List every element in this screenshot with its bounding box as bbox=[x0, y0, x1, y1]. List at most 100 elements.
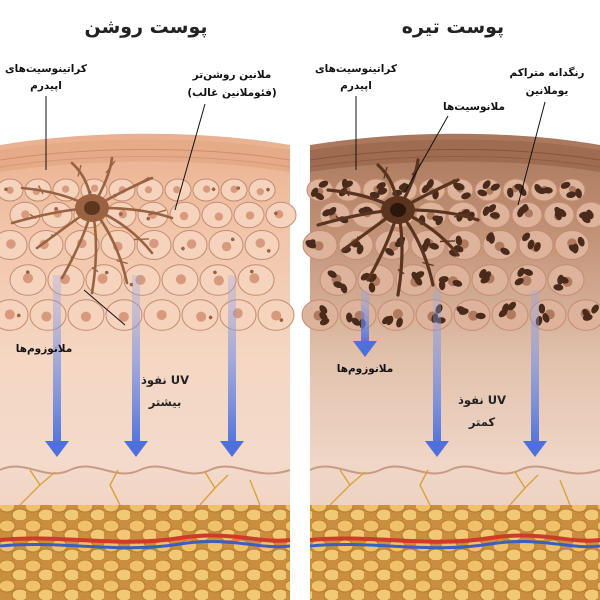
melanocyte-branch bbox=[335, 215, 343, 222]
melanosome bbox=[343, 180, 354, 188]
cell-nucleus bbox=[214, 212, 224, 221]
melanosome bbox=[327, 270, 337, 278]
cell-nucleus bbox=[118, 311, 129, 322]
cell-nucleus bbox=[568, 185, 577, 194]
subcutaneous-fat bbox=[310, 505, 600, 600]
melanosome bbox=[557, 274, 564, 285]
melanocyte-branch bbox=[116, 259, 128, 265]
melanosome bbox=[572, 243, 579, 254]
cell-nucleus bbox=[62, 185, 70, 193]
cell-nucleus bbox=[6, 186, 14, 194]
melanosome bbox=[517, 267, 525, 277]
melanocytes-leader bbox=[404, 115, 449, 193]
cell-nucleus bbox=[179, 211, 189, 221]
melanosome bbox=[230, 237, 235, 242]
melanosome bbox=[423, 238, 431, 248]
cell-nucleus bbox=[314, 241, 324, 251]
melanosome bbox=[351, 317, 361, 326]
cell-nucleus bbox=[196, 311, 207, 322]
dermal-junction bbox=[0, 465, 291, 475]
pigment-leader bbox=[517, 101, 546, 206]
melanocyte-branch bbox=[439, 240, 456, 243]
melanosome bbox=[54, 207, 58, 211]
cell-nucleus bbox=[80, 311, 92, 322]
melanocyte-branch bbox=[383, 166, 388, 179]
nerve-fibers bbox=[19, 469, 261, 506]
melanosome bbox=[305, 240, 315, 249]
cell-nucleus bbox=[90, 184, 99, 192]
melanosome bbox=[314, 192, 325, 201]
melanosome bbox=[560, 181, 571, 189]
uv-ray bbox=[361, 290, 369, 343]
cell-nucleus bbox=[144, 186, 153, 194]
melanosome bbox=[368, 282, 376, 293]
cell-nucleus bbox=[271, 310, 282, 321]
melanosome bbox=[25, 270, 30, 274]
melanosome bbox=[538, 303, 546, 314]
melanocyte-branch bbox=[50, 234, 54, 237]
melanosome bbox=[249, 269, 254, 274]
melanosome bbox=[458, 308, 469, 315]
melanocyte-branch bbox=[105, 160, 116, 174]
cell-nucleus bbox=[256, 188, 264, 196]
melanosome bbox=[461, 192, 471, 200]
melanosome bbox=[119, 212, 123, 216]
melanosome bbox=[480, 276, 490, 284]
melanosome bbox=[533, 242, 541, 252]
cell-nucleus bbox=[221, 241, 232, 252]
melanocyte-branch bbox=[356, 236, 360, 239]
melanosome bbox=[581, 215, 591, 224]
cell-nucleus bbox=[213, 275, 224, 286]
melanocyte-branch bbox=[70, 256, 74, 260]
cell-nucleus bbox=[245, 211, 255, 220]
melanosome bbox=[236, 186, 241, 190]
melanosome bbox=[489, 212, 500, 219]
melanosome bbox=[482, 180, 491, 190]
melanocyte-branch bbox=[37, 185, 44, 195]
melanosome bbox=[429, 242, 439, 250]
melanosome bbox=[455, 182, 465, 191]
pigment-label-line1: رنگدانه متراکم bbox=[510, 66, 585, 79]
melanosome bbox=[500, 247, 510, 255]
melanosome bbox=[455, 235, 463, 246]
cell-nucleus bbox=[203, 185, 211, 193]
melanocyte-branch bbox=[397, 268, 405, 275]
panel-title: پوست روشن bbox=[85, 16, 208, 38]
melanosome bbox=[507, 187, 514, 198]
cell-nucleus bbox=[506, 309, 517, 320]
melanosome bbox=[507, 301, 517, 311]
cell-nucleus bbox=[255, 238, 266, 248]
melanosome bbox=[566, 191, 577, 199]
dermal-junction bbox=[309, 465, 600, 475]
panel-title: پوست تیره bbox=[402, 16, 504, 38]
cell-nucleus bbox=[149, 238, 159, 249]
melanocyte-branch bbox=[453, 211, 473, 218]
melanosome bbox=[514, 183, 525, 191]
melanosome bbox=[319, 312, 328, 321]
melanocyte-branch bbox=[147, 209, 167, 216]
melanocyte-branch bbox=[133, 238, 150, 241]
melanosome bbox=[104, 270, 109, 275]
cell-nucleus bbox=[97, 273, 108, 284]
melanosome bbox=[319, 318, 330, 326]
melanosome bbox=[542, 313, 550, 323]
melanosome bbox=[498, 309, 508, 318]
cell-nucleus bbox=[521, 275, 532, 286]
melanosomes-label: ملانوزوم‌ها bbox=[16, 343, 73, 355]
uv-ray bbox=[53, 275, 61, 443]
melanosome bbox=[377, 187, 388, 195]
melanosome bbox=[146, 216, 151, 221]
melanocyte-branch bbox=[133, 176, 150, 188]
keratinocytes-label-line1: کراتینوسیت‌های bbox=[5, 63, 88, 75]
melanosome bbox=[411, 271, 420, 281]
melanocytes-label: ملانوسیت‌ها bbox=[443, 101, 505, 113]
uv-arrows bbox=[353, 290, 547, 457]
uv-label-line2: بیشتر bbox=[148, 395, 182, 409]
melanocyte bbox=[10, 156, 174, 295]
cell-nucleus bbox=[6, 239, 16, 249]
melanosome bbox=[279, 318, 284, 322]
melanocyte-branch bbox=[422, 261, 434, 267]
melanosome bbox=[514, 277, 524, 286]
